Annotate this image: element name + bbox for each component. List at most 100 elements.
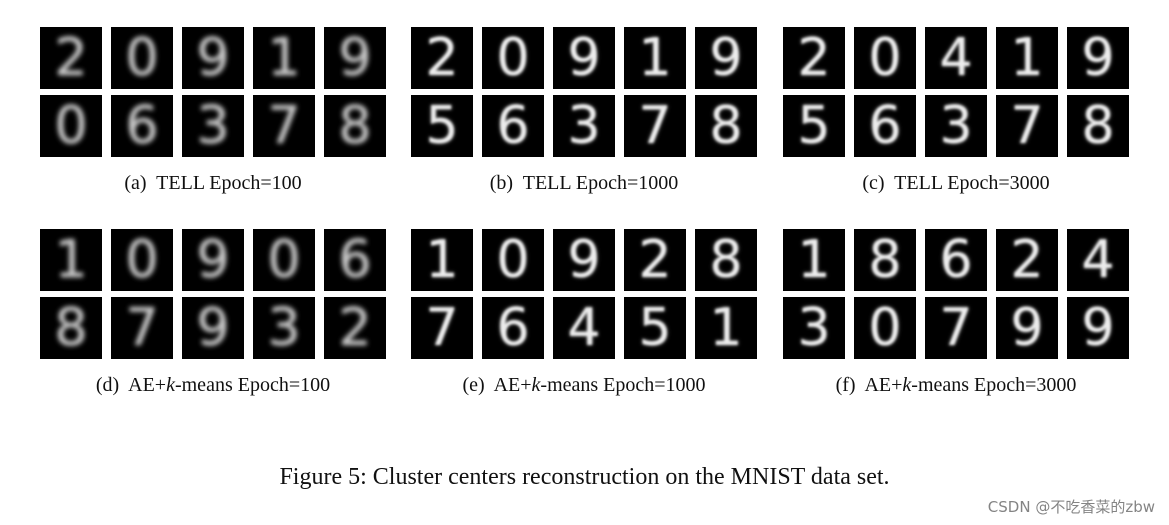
digit-glyph: 7 <box>638 96 672 156</box>
digit-tile: 1 <box>40 229 102 291</box>
digit-tile: 1 <box>411 229 473 291</box>
digit-tile: 0 <box>482 229 544 291</box>
digit-glyph: 9 <box>567 230 601 290</box>
digit-tile: 5 <box>411 95 473 157</box>
digit-tile: 5 <box>783 95 845 157</box>
digit-tile: 0 <box>253 229 315 291</box>
digit-glyph: 9 <box>1081 298 1115 358</box>
digit-tile: 8 <box>324 95 386 157</box>
caption-text: AE+ <box>864 374 903 396</box>
digit-glyph: 3 <box>797 298 831 358</box>
digit-glyph: 2 <box>797 28 831 88</box>
digit-glyph: 2 <box>425 28 459 88</box>
digit-glyph: 6 <box>496 96 530 156</box>
digit-glyph: 7 <box>1010 96 1044 156</box>
digit-glyph: 7 <box>267 96 301 156</box>
digit-tile: 6 <box>482 297 544 359</box>
subfigure-caption: (a) TELL Epoch=100 <box>40 172 386 195</box>
digit-tile: 3 <box>553 95 615 157</box>
digit-tile: 9 <box>553 27 615 89</box>
digit-tile: 2 <box>40 27 102 89</box>
digit-glyph: 7 <box>939 298 973 358</box>
digit-glyph: 1 <box>1010 28 1044 88</box>
caption-text-rest: -means Epoch=100 <box>174 374 331 396</box>
digit-glyph: 9 <box>196 230 230 290</box>
digit-glyph: 3 <box>567 96 601 156</box>
digit-glyph: 8 <box>338 96 372 156</box>
digit-tile: 1 <box>253 27 315 89</box>
digit-glyph: 0 <box>125 230 159 290</box>
digit-glyph: 0 <box>496 230 530 290</box>
digit-glyph: 9 <box>338 28 372 88</box>
digit-glyph: 0 <box>868 28 902 88</box>
digit-tile: 0 <box>40 95 102 157</box>
digit-glyph: 8 <box>1081 96 1115 156</box>
digit-glyph: 0 <box>496 28 530 88</box>
digit-tile: 9 <box>182 27 244 89</box>
digit-glyph: 6 <box>868 96 902 156</box>
caption-text: TELL Epoch=1000 <box>522 172 679 194</box>
digit-tile: 2 <box>996 229 1058 291</box>
subfigure-label: (c) <box>862 172 885 194</box>
digit-tile: 3 <box>182 95 244 157</box>
caption-variable: k <box>902 374 912 396</box>
subfigure-label: (e) <box>462 374 485 396</box>
digit-glyph: 9 <box>1010 298 1044 358</box>
digit-tile: 6 <box>324 229 386 291</box>
digit-tile: 9 <box>182 297 244 359</box>
digit-glyph: 2 <box>1010 230 1044 290</box>
digit-tile: 0 <box>111 229 173 291</box>
digit-tile: 7 <box>624 95 686 157</box>
digit-glyph: 1 <box>425 230 459 290</box>
digit-glyph: 1 <box>797 230 831 290</box>
digit-tile: 1 <box>996 27 1058 89</box>
digit-tile: 2 <box>324 297 386 359</box>
watermark: CSDN @不吃香菜的zbw <box>987 498 1155 516</box>
digit-tile: 3 <box>783 297 845 359</box>
digit-glyph: 8 <box>709 230 743 290</box>
subfigure-caption: (f) AE+k-means Epoch=3000 <box>783 374 1129 397</box>
digit-tile: 4 <box>1067 229 1129 291</box>
caption-variable: k <box>166 374 175 396</box>
digit-tile: 2 <box>783 27 845 89</box>
subfigure-label: (a) <box>124 172 147 194</box>
digit-glyph: 4 <box>939 28 973 88</box>
digit-glyph: 9 <box>196 28 230 88</box>
digit-glyph: 6 <box>939 230 973 290</box>
digit-tile: 6 <box>854 95 916 157</box>
digit-tile: 3 <box>253 297 315 359</box>
digit-glyph: 9 <box>1081 28 1115 88</box>
subfigure-label: (b) <box>489 172 514 194</box>
digit-tile: 4 <box>553 297 615 359</box>
digit-glyph: 2 <box>338 298 372 358</box>
digit-glyph: 4 <box>1081 230 1115 290</box>
subfigure-caption: (c) TELL Epoch=3000 <box>783 172 1129 195</box>
caption-text: TELL Epoch=3000 <box>894 172 1050 194</box>
digit-glyph: 5 <box>797 96 831 156</box>
subfigure-caption: (d) AE+k-means Epoch=100 <box>40 374 386 397</box>
digit-tile: 7 <box>996 95 1058 157</box>
digit-tile: 2 <box>411 27 473 89</box>
digit-tile: 1 <box>695 297 757 359</box>
digit-tile: 6 <box>111 95 173 157</box>
digit-tile: 6 <box>482 95 544 157</box>
digit-tile: 8 <box>695 229 757 291</box>
digit-tile: 9 <box>182 229 244 291</box>
digit-tile: 0 <box>111 27 173 89</box>
digit-tile: 8 <box>695 95 757 157</box>
digit-tile: 7 <box>253 95 315 157</box>
digit-glyph: 1 <box>54 230 88 290</box>
digit-glyph: 1 <box>267 28 301 88</box>
digit-tile: 9 <box>1067 297 1129 359</box>
digit-tile: 2 <box>624 229 686 291</box>
digit-glyph: 9 <box>709 28 743 88</box>
subfigure-caption: (e) AE+k-means Epoch=1000 <box>411 374 757 397</box>
caption-text: AE+ <box>493 374 532 396</box>
